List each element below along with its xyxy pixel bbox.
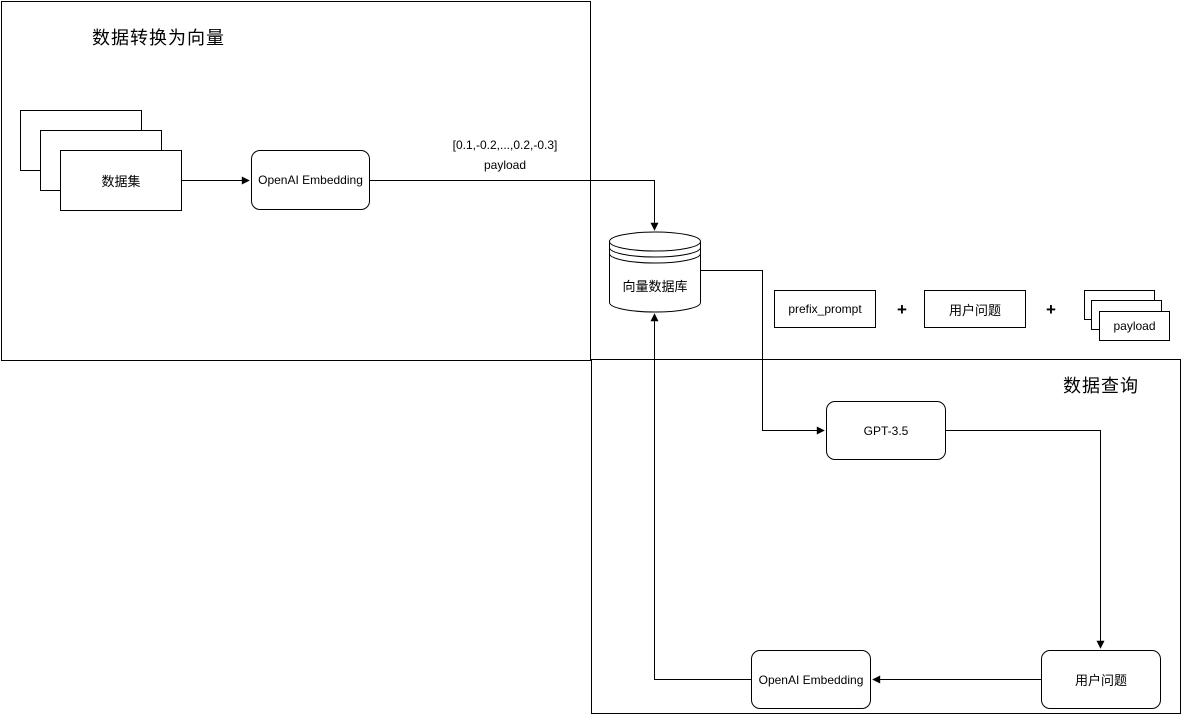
openai-embedding-top-label: OpenAI Embedding — [258, 173, 363, 187]
plus-operator-2: + — [1046, 300, 1056, 319]
edge-gpt-to-user-question — [946, 430, 1105, 649]
gpt-label: GPT-3.5 — [863, 423, 909, 438]
openai-embedding-bottom-label: OpenAI Embedding — [758, 672, 864, 687]
openai-embedding-bottom-node: OpenAI Embedding — [751, 650, 871, 709]
edge-label-payload: payload — [483, 158, 527, 172]
prefix-prompt-label: prefix_prompt — [788, 302, 862, 316]
plus-operator-1: + — [897, 300, 907, 319]
gpt-node: GPT-3.5 — [826, 401, 946, 460]
user-question-top-node: 用户问题 — [924, 290, 1026, 328]
edge-label-vector: [0.1,-0.2,...,0.2,-0.3] — [452, 138, 558, 152]
user-question-top-label: 用户问题 — [948, 302, 1001, 318]
region-query-title: 数据查询 — [1063, 376, 1139, 396]
user-question-bottom-node: 用户问题 — [1041, 650, 1161, 709]
vector-db-label: 向量数据库 — [622, 279, 688, 294]
vector-db-cylinder — [609, 231, 701, 313]
openai-embedding-top-node: OpenAI Embedding — [251, 150, 370, 210]
edge-embedding-to-vectordb-up — [650, 313, 751, 680]
dataset-label: 数据集 — [101, 174, 141, 189]
edge-embedding-to-vectordb — [370, 180, 659, 231]
dataset-node: 数据集 — [60, 150, 182, 211]
user-question-bottom-label: 用户问题 — [1074, 673, 1127, 688]
region-query — [591, 359, 1181, 714]
edge-vectordb-to-gpt — [700, 270, 825, 435]
payload-label: payload — [1113, 319, 1156, 333]
region-ingest-title: 数据转换为向量 — [92, 28, 225, 48]
payload-node: payload — [1099, 311, 1170, 341]
prefix-prompt-node: prefix_prompt — [774, 290, 876, 328]
